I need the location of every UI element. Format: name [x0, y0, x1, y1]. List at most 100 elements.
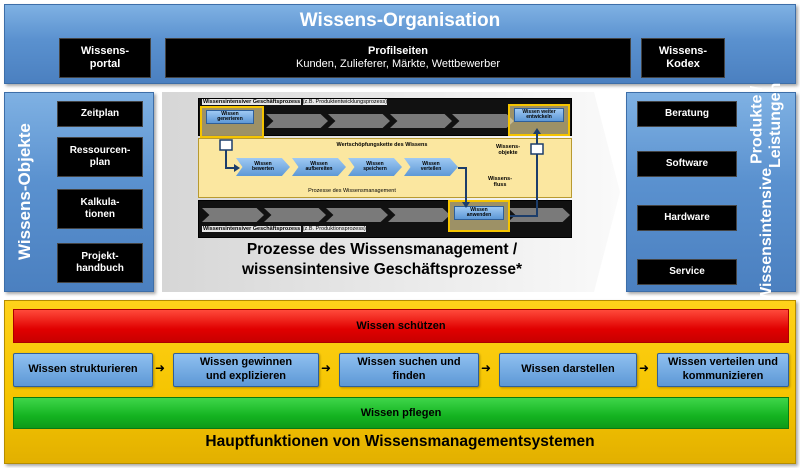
chevron-top-3: [390, 114, 452, 128]
profilseiten-title: Profilseiten: [368, 44, 428, 57]
chevron-top-1: [266, 114, 328, 128]
step-suchen-line1: Wissen suchen und: [357, 356, 461, 369]
chevron-bottom-1: [202, 208, 264, 222]
box-wissen-generieren: Wissen generieren: [206, 110, 254, 124]
left-item-ressourcenplan-line1: Ressourcen-: [69, 145, 131, 156]
center-process-area: Wissensintensiver Geschäftsprozess (z.B.…: [162, 92, 620, 292]
left-item-zeitplan: Zeitplan: [57, 101, 143, 127]
step-wissen-strukturieren: Wissen strukturieren: [13, 353, 153, 387]
right-item-hardware-label: Hardware: [664, 212, 710, 223]
center-caption: Prozesse des Wissensmanagement / wissens…: [162, 240, 602, 280]
knowledge-flow-arrows: [219, 128, 544, 217]
right-item-beratung-label: Beratung: [665, 108, 709, 119]
left-item-kalkulationen: Kalkula- tionen: [57, 189, 143, 229]
process-top-label: Wissensintensiver Geschäftsprozess (z.B.…: [202, 99, 502, 105]
objects-label: Wissens- objekte: [488, 144, 528, 156]
chain-step-speichern-line1: Wissen: [366, 160, 384, 167]
box-wissen-weiter-entwickeln: Wissen weiter entwickeln: [514, 108, 564, 122]
chevron-bottom-3: [326, 208, 388, 222]
wissenskodex-line1: Wissens-: [658, 44, 708, 57]
flow-line-down: [458, 167, 467, 204]
left-item-ressourcenplan-line2: plan: [89, 157, 111, 168]
right-panel-produkte-leistungen: Beratung Software Hardware Service Wisse…: [626, 82, 796, 302]
right-item-software-label: Software: [665, 158, 709, 169]
process-top-label-text: Wissensintensiver Geschäftsprozess: [202, 99, 302, 105]
right-item-software: Software: [637, 151, 737, 177]
step-wissen-suchen: Wissen suchen und finden: [339, 353, 479, 387]
chain-step-verteilen-line2: verteilen: [420, 166, 442, 172]
right-panel-title-line1: Wissensintensive: [757, 167, 775, 302]
left-item-zeitplan-label: Zeitplan: [80, 108, 120, 119]
right-panel-title: Wissensintensive Produkte / Leistungen: [743, 82, 791, 301]
top-panel-title: Wissens-Organisation: [299, 10, 501, 31]
process-bottom-label-text: Wissensintensiver Geschäftsprozess: [202, 226, 302, 232]
left-panel-wissens-objekte: Wissens-Objekte Zeitplan Ressourcen- pla…: [4, 92, 154, 292]
chain-step-bewerten: Wissen bewerten: [236, 158, 290, 176]
chain-step-verteilen-line1: Wissen: [422, 160, 440, 167]
top-panel-wissens-organisation: Wissens-Organisation Wissens- portal Pro…: [4, 4, 796, 84]
chevron-bottom-5: [508, 208, 570, 222]
arrow-right-icon-3: ➜: [481, 361, 492, 375]
left-panel-title: Wissens-Objekte: [15, 123, 34, 261]
wissensportal-box: Wissens- portal: [59, 38, 151, 78]
chain-step-aufbereiten: Wissen aufbereiten: [292, 158, 346, 176]
bar-wissen-schuetzen: Wissen schützen: [13, 309, 789, 343]
left-item-ressourcenplan: Ressourcen- plan: [57, 137, 143, 177]
arrow-right-icon-1: ➜: [155, 361, 166, 375]
right-item-service: Service: [637, 259, 737, 285]
right-panel-title-line2: Produkte / Leistungen: [748, 82, 784, 168]
box-generate-line1: Wissen: [221, 110, 239, 117]
step-gewinnen-line1: Wissen gewinnen: [199, 356, 293, 369]
left-item-kalkulationen-line1: Kalkula-: [80, 197, 120, 208]
right-item-beratung: Beratung: [637, 101, 737, 127]
step-strukturieren-label: Wissen strukturieren: [28, 363, 138, 376]
process-bottom-label: Wissensintensiver Geschäftsprozess (z.B.…: [202, 226, 502, 232]
chevron-top-2: [328, 114, 390, 128]
center-caption-line1: Prozesse des Wissensmanagement /: [246, 241, 518, 258]
objects-label-line1: Wissens-: [495, 144, 521, 150]
box-wissen-anwenden: Wissen anwenden: [454, 206, 504, 220]
arrow-right-icon-4: ➜: [639, 361, 650, 375]
knowledge-object-icon-right: [530, 143, 544, 155]
bottom-panel-title: Hauptfunktionen von Wissensmanagementsys…: [205, 433, 595, 450]
flow-line-left: [225, 150, 234, 169]
wissensportal-line2: portal: [89, 58, 121, 70]
wissenskodex-box: Wissens- Kodex: [641, 38, 725, 78]
box-develop-line2: entwickeln: [526, 114, 552, 120]
chain-footer: Prozesse des Wissensmanagement: [308, 188, 396, 194]
step-verteilen-line1: Wissen verteilen und: [668, 356, 778, 369]
step-wissen-verteilen: Wissen verteilen und kommunizieren: [657, 353, 789, 387]
wissenskodex-line2: Kodex: [666, 58, 700, 70]
chain-step-speichern-line2: speichern: [363, 166, 387, 172]
flow-label-line1: Wissens-: [487, 176, 513, 182]
box-apply-line2: anwenden: [466, 212, 492, 218]
right-item-hardware: Hardware: [637, 205, 737, 231]
bar-wissen-pflegen: Wissen pflegen: [13, 397, 789, 429]
center-caption-line2: wissensintensive Geschäftsprozesse*: [242, 261, 522, 279]
wissensportal-line1: Wissens-: [80, 44, 130, 57]
objects-label-line2: objekte: [498, 150, 518, 157]
knowledge-object-icon-left: [219, 139, 233, 151]
step-suchen-line2: finden: [392, 370, 426, 382]
chain-step-bewerten-line2: bewerten: [252, 166, 274, 172]
flow-label: Wissens- fluss: [480, 176, 520, 188]
left-item-projekthandbuch: Projekt- handbuch: [57, 243, 143, 283]
box-apply-line1: Wissen: [470, 206, 488, 213]
process-top-label-example: (z.B. Produktentwicklungsprozess): [302, 99, 388, 105]
chain-step-speichern: Wissen speichern: [348, 158, 402, 176]
box-generate-line2: generieren: [217, 116, 243, 122]
step-wissen-darstellen: Wissen darstellen: [499, 353, 637, 387]
bottom-panel-hauptfunktionen: Wissen schützen Wissen strukturieren ➜ W…: [4, 300, 796, 464]
flow-label-line2: fluss: [493, 182, 507, 189]
chain-step-aufbereiten-line2: aufbereiten: [305, 166, 333, 172]
left-item-projekthandbuch-line2: handbuch: [76, 263, 124, 274]
left-item-kalkulationen-line2: tionen: [85, 209, 115, 220]
arrow-right-icon-2: ➜: [321, 361, 332, 375]
chevron-top-4: [452, 114, 514, 128]
profilseiten-subtitle: Kunden, Zulieferer, Märkte, Wettbewerber: [295, 58, 500, 70]
right-item-service-label: Service: [669, 266, 705, 277]
chain-title: Wertschöpfungskette des Wissens: [336, 142, 428, 148]
profilseiten-box: Profilseiten Kunden, Zulieferer, Märkte,…: [165, 38, 631, 78]
flow-line-up: [510, 154, 538, 217]
chain-step-aufbereiten-line1: Wissen: [310, 160, 328, 167]
